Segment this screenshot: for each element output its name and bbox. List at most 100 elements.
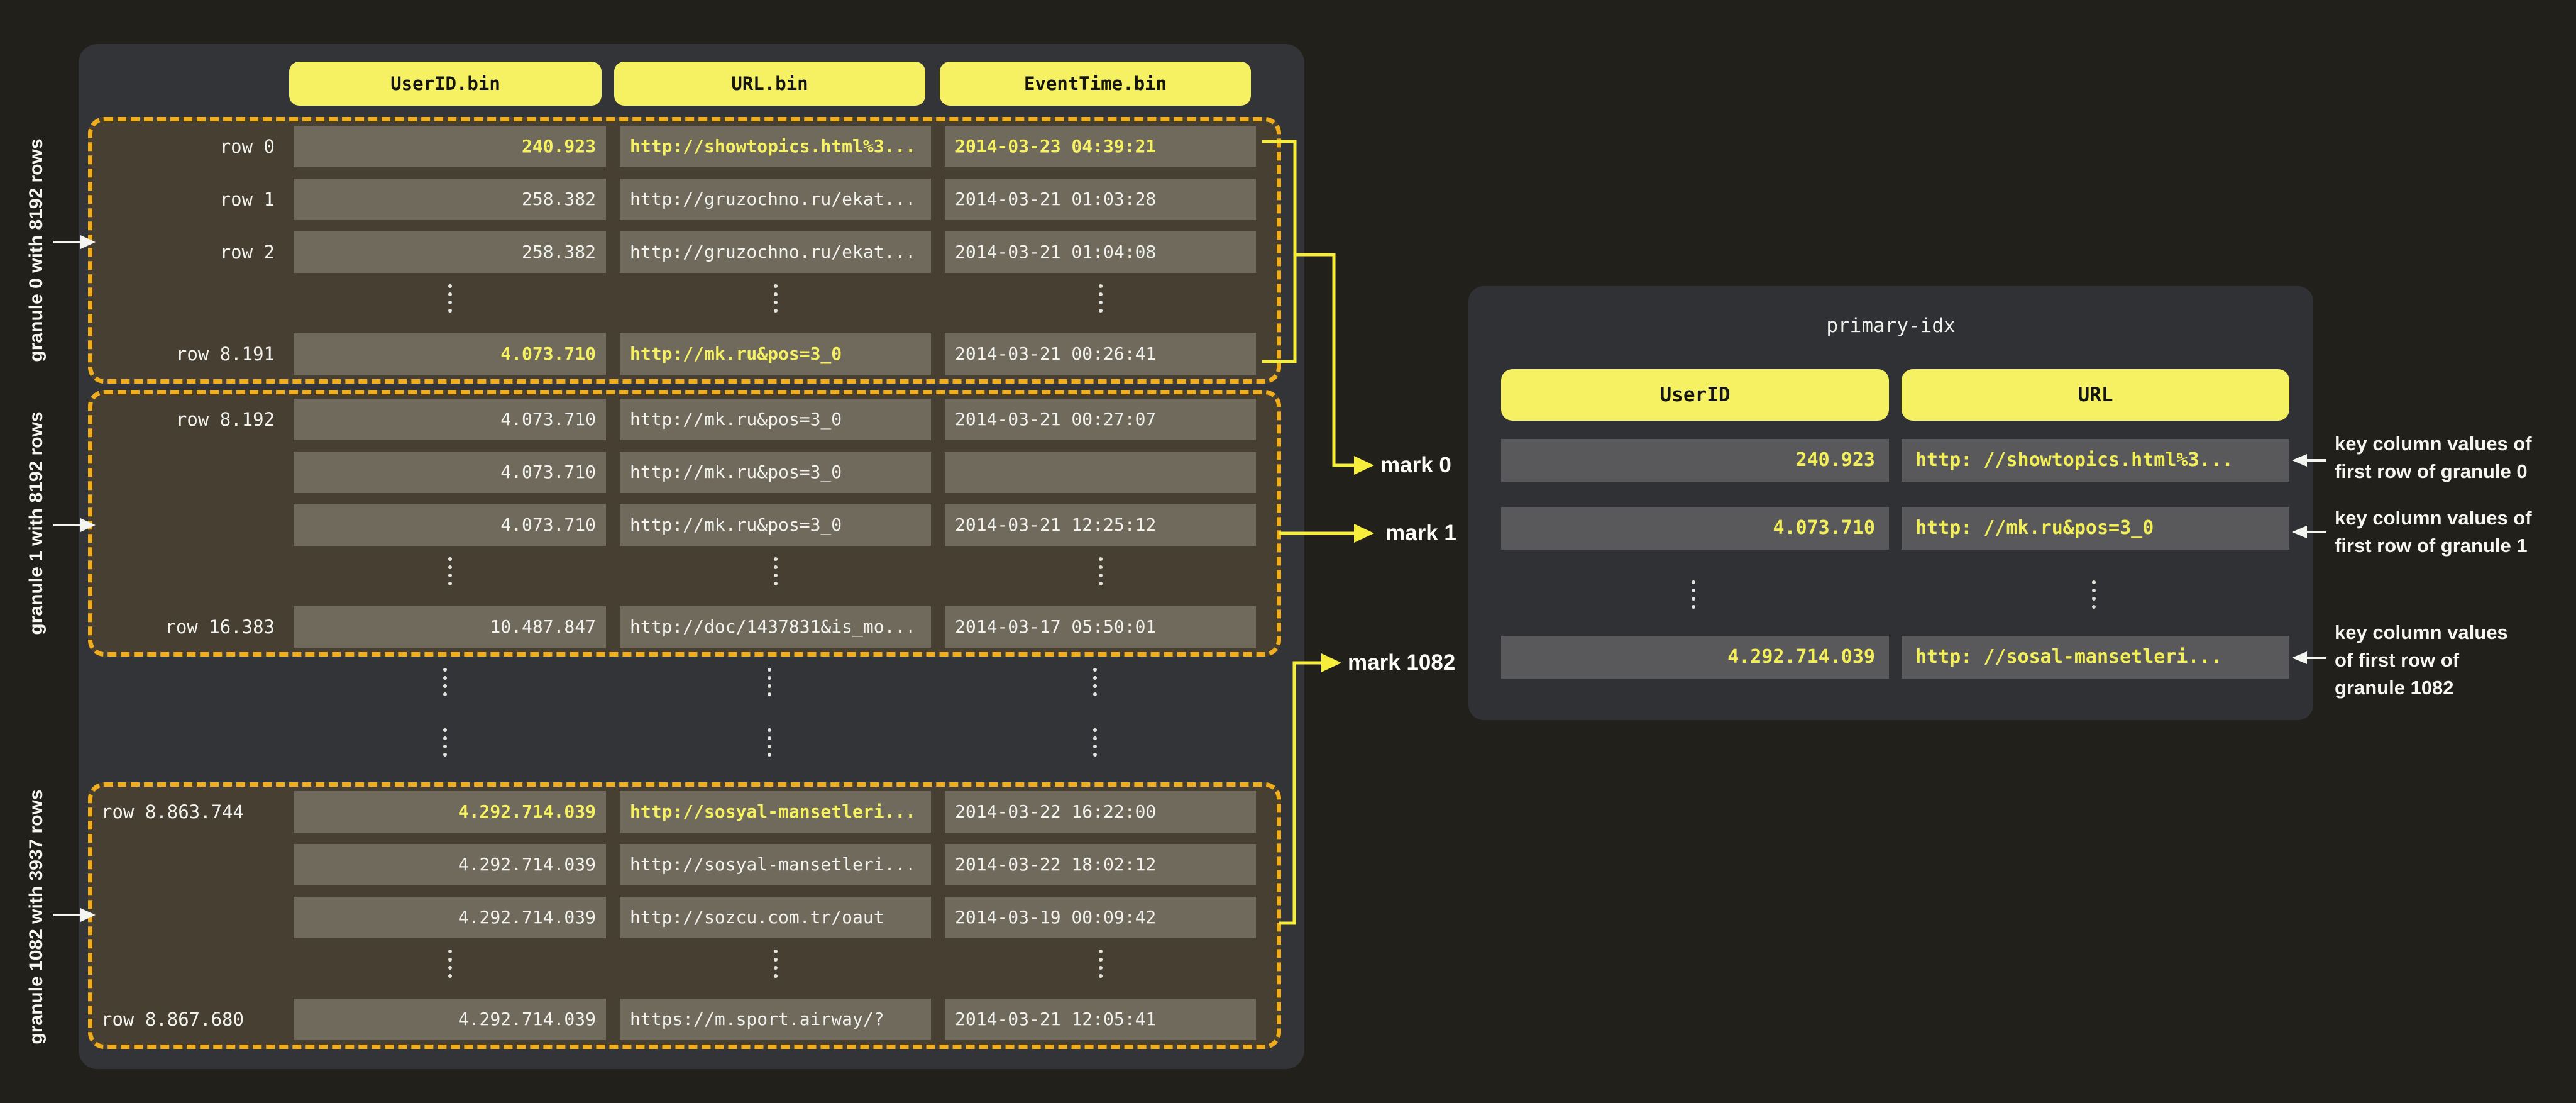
granule-0-box: row 0 240.923 http://showtopics.html%3..… <box>88 117 1281 384</box>
annotation-line: key column values of <box>2335 504 2532 532</box>
granule-1082-box: row 8.863.744 4.292.714.039 http://sosya… <box>88 782 1281 1049</box>
annotation-granule-0: key column values of first row of granul… <box>2335 430 2532 485</box>
vertical-dots <box>448 950 452 953</box>
row-label: row 0 <box>99 126 280 167</box>
primary-index-panel: primary-idx UserID URL 240.923 http: //s… <box>1468 286 2313 720</box>
userid-cell: 10.487.847 <box>294 606 606 648</box>
eventtime-cell: 2014-03-21 00:26:41 <box>945 333 1256 375</box>
table-row: 4.292.714.039 http://sozcu.com.tr/oaut 2… <box>99 897 1270 938</box>
annotation-line: granule 1082 <box>2335 674 2508 702</box>
granule-1082-side-label: granule 1082 with 3937 rows <box>26 789 47 1044</box>
url-bin-header: URL.bin <box>614 62 925 106</box>
vertical-dots <box>443 728 447 732</box>
url-cell: http: //sosal-mansetleri... <box>1902 636 2289 679</box>
mark-0-label: mark 0 <box>1380 453 1451 478</box>
table-row: row 0 240.923 http://showtopics.html%3..… <box>99 126 1270 167</box>
table-row: 4.073.710 http://mk.ru&pos=3_0 <box>99 452 1270 493</box>
userid-cell: 4.292.714.039 <box>294 791 606 833</box>
userid-cell: 258.382 <box>294 231 606 273</box>
userid-cell: 4.292.714.039 <box>294 897 606 938</box>
userid-cell: 4.073.710 <box>294 333 606 375</box>
eventtime-cell: 2014-03-21 01:03:28 <box>945 179 1256 220</box>
vertical-dots <box>2092 580 2096 584</box>
row-label: row 1 <box>99 179 280 220</box>
granule-1-side-label: granule 1 with 8192 rows <box>26 411 47 635</box>
vertical-dots <box>774 284 778 288</box>
table-row: row 16.383 10.487.847 http://doc/1437831… <box>99 606 1270 648</box>
vertical-dots <box>768 668 771 672</box>
row-label: row 8.191 <box>99 333 280 375</box>
url-header: URL <box>1902 369 2289 421</box>
row-label <box>99 504 280 546</box>
table-row: 4.292.714.039 http://sosyal-mansetleri..… <box>99 844 1270 885</box>
table-row: row 8.192 4.073.710 http://mk.ru&pos=3_0… <box>99 399 1270 440</box>
row-label <box>99 897 280 938</box>
index-row: 4.073.710 http: //mk.ru&pos=3_0 <box>1468 507 2313 550</box>
row-label <box>99 844 280 885</box>
primary-index-title: primary-idx <box>1468 314 2313 337</box>
userid-cell: 4.292.714.039 <box>294 999 606 1040</box>
url-cell: http://mk.ru&pos=3_0 <box>620 333 931 375</box>
url-cell: http://gruzochno.ru/ekat... <box>620 231 931 273</box>
table-row: 4.073.710 http://mk.ru&pos=3_0 2014-03-2… <box>99 504 1270 546</box>
url-cell: http://sosyal-mansetleri... <box>620 844 931 885</box>
vertical-dots <box>1093 668 1097 672</box>
mark-1-arrowhead-icon <box>1354 524 1374 543</box>
vertical-dots <box>443 668 447 672</box>
url-cell: http://gruzochno.ru/ekat... <box>620 179 931 220</box>
column-files-panel: UserID.bin URL.bin EventTime.bin row 0 2… <box>79 44 1304 1069</box>
mark-0-arrowhead-icon <box>1354 456 1374 475</box>
eventtime-cell: 2014-03-21 01:04:08 <box>945 231 1256 273</box>
table-row: row 8.863.744 4.292.714.039 http://sosya… <box>99 791 1270 833</box>
granule-0-side-label: granule 0 with 8192 rows <box>26 138 47 362</box>
ellipsis-row <box>99 557 1270 595</box>
mark-1082-arrowhead-icon <box>1321 653 1341 672</box>
annotation-granule-1: key column values of first row of granul… <box>2335 504 2532 560</box>
eventtime-cell: 2014-03-23 04:39:21 <box>945 126 1256 167</box>
annotation-line: of first row of <box>2335 646 2508 674</box>
url-cell: http://sozcu.com.tr/oaut <box>620 897 931 938</box>
url-cell: http: //showtopics.html%3... <box>1902 439 2289 482</box>
url-cell: http://sosyal-mansetleri... <box>620 791 931 833</box>
url-cell: http://mk.ru&pos=3_0 <box>620 504 931 546</box>
vertical-dots <box>1099 557 1103 561</box>
index-row: 240.923 http: //showtopics.html%3... <box>1468 439 2313 482</box>
row-label: row 8.867.680 <box>99 999 280 1040</box>
vertical-dots <box>1093 728 1097 732</box>
eventtime-cell: 2014-03-19 00:09:42 <box>945 897 1256 938</box>
vertical-dots <box>1692 580 1695 584</box>
userid-cell: 4.073.710 <box>294 452 606 493</box>
userid-cell: 240.923 <box>294 126 606 167</box>
url-cell: http: //mk.ru&pos=3_0 <box>1902 507 2289 550</box>
row-label: row 2 <box>99 231 280 273</box>
url-cell: https://m.sport.airway/? <box>620 999 931 1040</box>
mark-1082-label: mark 1082 <box>1348 650 1455 675</box>
eventtime-cell: 2014-03-21 12:05:41 <box>945 999 1256 1040</box>
mark-1-label: mark 1 <box>1385 521 1456 546</box>
eventtime-bin-header: EventTime.bin <box>940 62 1251 106</box>
eventtime-cell: 2014-03-21 00:27:07 <box>945 399 1256 440</box>
eventtime-cell: 2014-03-21 12:25:12 <box>945 504 1256 546</box>
ellipsis-row <box>99 284 1270 322</box>
url-cell: http://mk.ru&pos=3_0 <box>620 452 931 493</box>
userid-bin-header: UserID.bin <box>289 62 602 106</box>
row-label <box>99 452 280 493</box>
annotation-line: first row of granule 0 <box>2335 458 2532 485</box>
index-row: 4.292.714.039 http: //sosal-mansetleri..… <box>1468 636 2313 679</box>
userid-cell: 4.073.710 <box>294 504 606 546</box>
vertical-dots <box>1099 950 1103 953</box>
annotation-line: key column values <box>2335 619 2508 646</box>
row-label: row 8.863.744 <box>99 791 280 833</box>
userid-cell: 4.073.710 <box>294 399 606 440</box>
row-label: row 8.192 <box>99 399 280 440</box>
vertical-dots <box>448 557 452 561</box>
userid-cell: 4.292.714.039 <box>294 844 606 885</box>
userid-header: UserID <box>1501 369 1889 421</box>
table-row: row 2 258.382 http://gruzochno.ru/ekat..… <box>99 231 1270 273</box>
eventtime-cell: 2014-03-22 18:02:12 <box>945 844 1256 885</box>
table-row: row 1 258.382 http://gruzochno.ru/ekat..… <box>99 179 1270 220</box>
userid-cell: 258.382 <box>294 179 606 220</box>
ellipsis-row <box>99 950 1270 987</box>
vertical-dots <box>774 557 778 561</box>
